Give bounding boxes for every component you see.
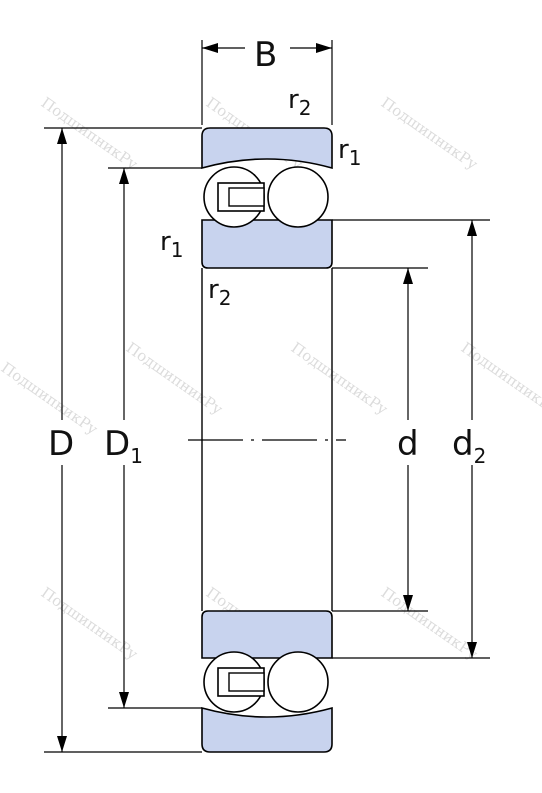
top-ball-right <box>267 166 329 228</box>
bottom-ball-right <box>267 651 329 713</box>
label-r2-bottom: r2 <box>208 275 231 310</box>
label-r2-top: r2 <box>288 85 311 120</box>
watermark-8: ПодшипникРу <box>38 584 142 664</box>
watermark-7: ПодшипникРу <box>458 339 542 419</box>
label-B: B <box>254 35 277 75</box>
dimension-D1: D1 <box>104 167 202 709</box>
watermark-6: ПодшипникРу <box>288 339 392 419</box>
watermark-3: ПодшипникРу <box>378 94 482 174</box>
bottom-outer-ring <box>201 706 333 753</box>
top-bearing-section <box>201 127 333 269</box>
label-D1: D1 <box>104 424 143 468</box>
bottom-cage-slot <box>228 672 265 692</box>
watermark-1: ПодшипникРу <box>38 94 142 174</box>
label-d: d <box>397 424 419 464</box>
watermark-5: ПодшипникРу <box>123 339 227 419</box>
bottom-bearing-section <box>201 610 333 753</box>
top-inner-ring <box>201 219 333 269</box>
watermark-10: ПодшипникРу <box>378 584 482 664</box>
bottom-inner-ring <box>201 610 333 659</box>
watermarks: ПодшипникРу ПодшипникРу ПодшипникРу Подш… <box>0 94 542 664</box>
top-cage-slot <box>228 187 265 207</box>
label-r1-left: r1 <box>160 227 183 262</box>
label-d2: d2 <box>452 424 486 468</box>
top-outer-ring <box>201 127 333 170</box>
dimension-B: B <box>201 35 333 125</box>
label-r1-top: r1 <box>338 135 361 170</box>
dimension-d2: d2 <box>332 219 490 659</box>
dimension-D: D <box>44 127 202 753</box>
label-D: D <box>48 424 74 464</box>
dimension-d: d <box>332 267 428 612</box>
